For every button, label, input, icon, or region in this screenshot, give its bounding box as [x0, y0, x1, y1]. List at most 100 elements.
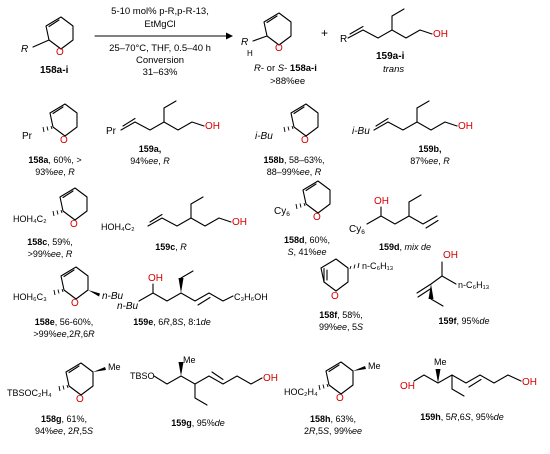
substrate-158-generic: R O 158a-i [21, 16, 74, 76]
oxygen-atom: O [313, 212, 321, 223]
hydroxyl-group: OH [148, 273, 163, 284]
arrow-head-icon [226, 32, 233, 40]
hydroxyl-group: OH [205, 121, 220, 132]
compound-159g: TBSO Me OH 159g, 95%de [130, 355, 278, 428]
r-group-label: R [21, 44, 28, 55]
label-158a-ee: 93%ee, R [35, 167, 75, 177]
methyl-label: Me [183, 355, 196, 365]
label-158d: 158d, 60%, [284, 235, 330, 245]
compound-159e: OH n-Bu C₃H₆OH 159e, 6R,8S, 8:1de [117, 270, 268, 327]
product1-label: R- or S- 158a-i [254, 63, 317, 74]
compound-158a: Pr O 158a, 60%, > 93%ee, R [22, 103, 82, 177]
label-159a-ee: 94%ee, R [130, 156, 170, 166]
product1-ee: >88%ee [270, 76, 305, 87]
isobutyl-label: i-Bu [352, 126, 370, 137]
label-158c: 158c, 59%, [27, 237, 73, 247]
methyl-label: Me [368, 361, 381, 371]
compound-159c: HOH₄C₂ OH 159c, R [101, 196, 247, 252]
product2-label: 159a-i [376, 51, 405, 62]
hydroxypropyl-chain: C₃H₆OH [234, 292, 268, 302]
label-159e: 159e, 6R,8S, 8:1de [133, 317, 211, 327]
condition-line-2: EtMgCl [144, 19, 175, 30]
oxygen-atom: O [70, 219, 78, 230]
compound-159f: OH n-C₆H₁₃ 159f, 95%de [416, 250, 490, 326]
hydroxyl-group-right: OH [522, 377, 537, 388]
label-159h: 159h, 5R,6S, 95%de [420, 412, 504, 422]
compound-158h: Me HOC₂H₄ O 158h, 63%, 2R,5S, 99%ee [284, 361, 381, 436]
label-158f-ee: 99%ee, 5S [319, 322, 363, 332]
product-158-enantioenriched: R H O R- or S- 158a-i >88%ee [241, 12, 317, 87]
compound-158f: n-C₆H₁₃ O 158f, 58%, 99%ee, 5S [319, 258, 394, 332]
label-158g-ee: 94%ee, 2R,5S [35, 426, 93, 436]
propyl-label: Pr [106, 126, 117, 137]
methyl-label: Me [434, 357, 447, 367]
hydroxyethyl-label: HOH₄C₂ [13, 214, 47, 224]
compound-158e: HOH₆C₃ n-Bu O 158e, 56-60%, >99%ee,2R,6R [13, 266, 124, 339]
nhexyl-label: n-C₆H₁₃ [458, 280, 490, 290]
hydroxyl-group: OH [374, 196, 389, 207]
label-158c-ee: >99%ee, R [28, 249, 73, 259]
hydroxyl-group: OH [443, 250, 458, 261]
substrate-label: 158a-i [40, 65, 69, 76]
label-159a: 159a, [139, 144, 162, 154]
label-159d: 159d, mix de [379, 242, 431, 252]
label-159b-ee: 87%ee, R [410, 156, 450, 166]
label-158b-ee: 88–99%ee, R [267, 167, 322, 177]
condition-line-4: Conversion [136, 55, 184, 66]
hydroxyethyl-label: HOC₂H₄ [284, 387, 318, 397]
compound-159h: OH Me OH 159h, 5R,6S, 95%de [400, 357, 537, 422]
condition-line-1: 5-10 mol% p-R,p-R-13, [111, 6, 209, 17]
compound-158b: i-Bu O 158b, 58–63%, 88–99%ee, R [255, 103, 325, 177]
product2-stereo: trans [383, 64, 404, 75]
hydrogen-atom: H [247, 49, 253, 58]
label-158d-ee: S, 41%ee [287, 247, 326, 257]
condition-line-5: 31–63% [143, 67, 178, 78]
oxygen-atom: O [76, 394, 84, 405]
nhexyl-label: n-C₆H₁₃ [362, 261, 394, 271]
reaction-conditions: 5-10 mol% p-R,p-R-13, EtMgCl 25–70°C, TH… [94, 6, 233, 78]
oxygen-atom: O [60, 135, 68, 146]
compound-159a: Pr OH 159a, 94%ee, R [106, 100, 220, 166]
compound-158g: Me TBSOC₂H₄ O 158g, 61%, 94%ee, 2R,5S [7, 362, 121, 436]
plus-sign: + [321, 26, 328, 40]
oxygen-atom: O [71, 298, 79, 309]
hydroxyl-group-left: OH [400, 381, 415, 392]
nbutyl-label: n-Bu [117, 301, 139, 312]
label-158e-ee: >99%ee,2R,6R [33, 329, 95, 339]
tbso-ethyl-label: TBSOC₂H₄ [7, 388, 52, 398]
product-159-generic: R OH 159a-i trans [340, 8, 448, 75]
label-158f: 158f, 58%, [319, 310, 363, 320]
hydroxyl-group: OH [232, 217, 247, 228]
label-158g: 158g, 61%, [41, 414, 87, 424]
tbso-label: TBSO [130, 371, 155, 381]
oxygen-atom: O [331, 291, 339, 302]
hydroxyl-group: OH [458, 121, 473, 132]
label-158a: 158a, 60%, > [28, 155, 81, 165]
oxygen-atom: O [336, 393, 344, 404]
methyl-label: Me [108, 362, 121, 372]
compound-158d: Cy6 O 158d, 60%, S, 41%ee [274, 180, 331, 257]
oxygen-atom: O [301, 135, 309, 146]
label-158h: 158h, 63%, [310, 414, 356, 424]
compound-158c: HOH₄C₂ O 158c, 59%, >99%ee, R [13, 187, 88, 259]
compound-159b: i-Bu OH 159b, 87%ee, R [352, 100, 473, 166]
hydroxyl-group: OH [263, 373, 278, 384]
hydroxypropyl-label: HOH₆C₃ [13, 292, 47, 302]
nbutyl-label: n-Bu [102, 291, 124, 302]
label-159b: 159b, [418, 144, 441, 154]
r-group-label: R [340, 34, 347, 45]
isobutyl-label: i-Bu [255, 131, 273, 142]
oxygen-atom: O [56, 47, 64, 58]
oxygen-atom: O [275, 43, 283, 54]
label-158h-ee: 2R,5S, 99%ee [304, 426, 362, 436]
label-158e: 158e, 56-60%, [35, 317, 94, 327]
compound-159d: OH Cy6 159d, mix de [349, 194, 439, 252]
label-159c: 159c, R [155, 242, 187, 252]
condition-line-3: 25–70°C, THF, 0.5–40 h [109, 43, 211, 54]
label-159g: 159g, 95%de [171, 418, 225, 428]
label-159f: 159f, 95%de [438, 316, 489, 326]
r-group-label: R [241, 37, 248, 48]
hydroxyl-group: OH [433, 29, 448, 40]
cyclohexyl-label: Cy6 [274, 206, 290, 218]
